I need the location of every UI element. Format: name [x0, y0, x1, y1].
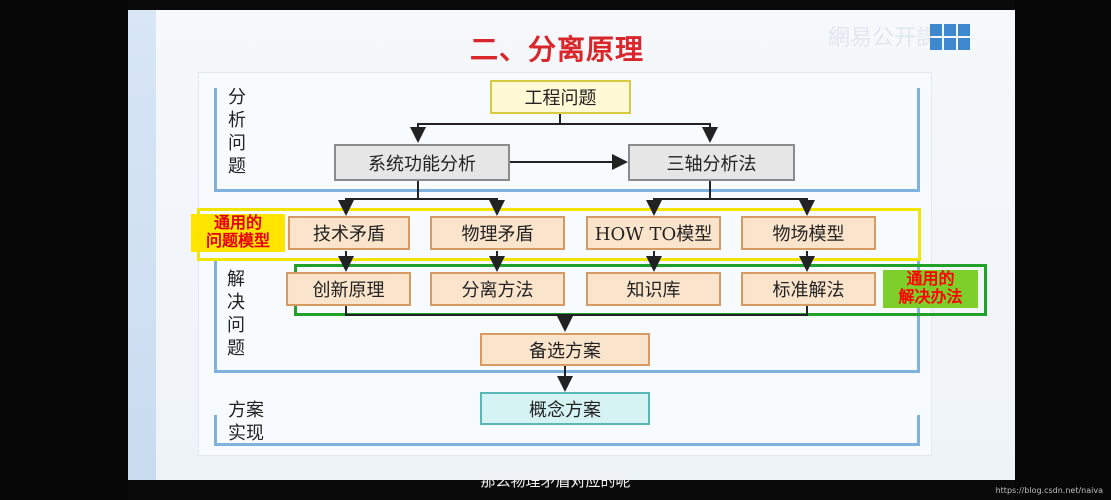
physical-contradiction-box: 物理矛盾 — [430, 216, 565, 250]
solve-label-1: 解 — [227, 269, 245, 290]
solve-label-2: 决 — [227, 292, 245, 313]
three-axis-analysis-box: 三轴分析法 — [628, 144, 795, 181]
left-letterbox — [0, 0, 128, 500]
how-to-model-box: HOW TO模型 — [586, 216, 721, 250]
technical-contradiction-box: 技术矛盾 — [288, 216, 410, 250]
slide-title: 二、分离原理 — [470, 33, 645, 66]
standard-solutions-box: 标准解法 — [741, 272, 876, 306]
knowledge-base-box: 知识库 — [586, 272, 721, 306]
source-url-text: https://blog.csdn.net/naiva — [995, 486, 1103, 495]
right-letterbox — [1015, 0, 1111, 500]
analyze-label-2: 析 — [228, 110, 246, 131]
logo-icon — [930, 24, 980, 58]
general-models-tag: 通用的 问题模型 — [191, 214, 285, 252]
analyze-label-4: 题 — [228, 156, 246, 177]
general-solutions-tag: 通用的 解决办法 — [883, 270, 978, 308]
left-rail — [128, 10, 156, 480]
engineering-problem-box: 工程问题 — [490, 80, 631, 114]
concept-solution-box: 概念方案 — [480, 392, 650, 425]
solve-label-3: 问 — [227, 315, 245, 336]
system-function-analysis-box: 系统功能分析 — [334, 144, 510, 181]
video-caption: 那么物理矛盾对应的呢 — [480, 472, 631, 490]
solve-label-4: 题 — [227, 338, 245, 359]
watermark-text: 網易公开課 — [828, 26, 939, 51]
implement-label-2: 实现 — [228, 423, 264, 444]
candidate-solution-box: 备选方案 — [480, 333, 650, 366]
analyze-label-3: 问 — [228, 133, 246, 154]
analyze-label-1: 分 — [228, 87, 246, 108]
implement-band — [214, 415, 920, 446]
inventive-principles-box: 创新原理 — [286, 272, 411, 306]
separation-methods-box: 分离方法 — [430, 272, 565, 306]
substance-field-model-box: 物场模型 — [741, 216, 876, 250]
implement-label-1: 方案 — [228, 400, 264, 421]
solve-band — [214, 260, 920, 373]
analyze-band — [214, 88, 920, 192]
